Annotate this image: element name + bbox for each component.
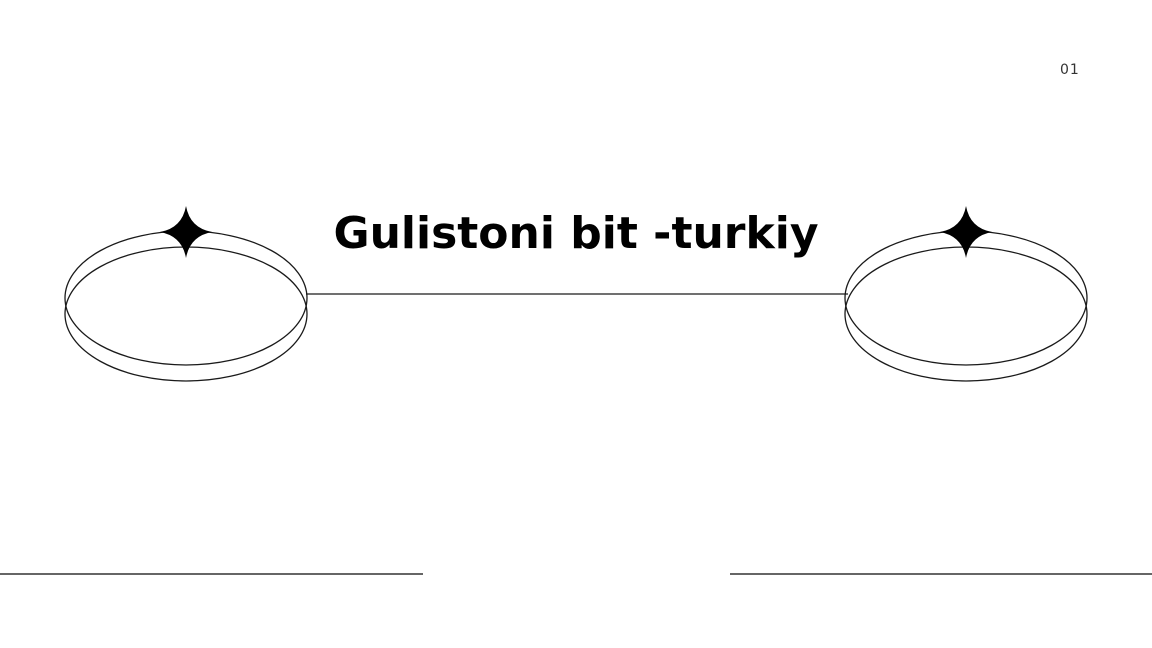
slide-title: Gulistoni bit -turkiy xyxy=(333,208,819,259)
page-number: 01 xyxy=(1060,62,1080,78)
left-star-icon xyxy=(160,206,212,258)
right-star-icon xyxy=(940,206,992,258)
